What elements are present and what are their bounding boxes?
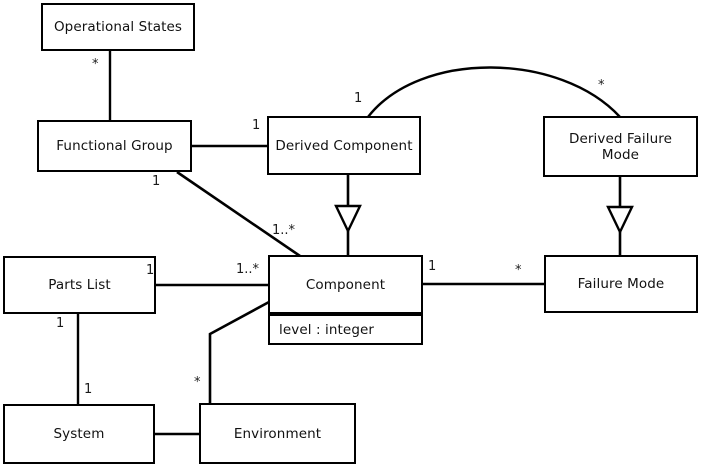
class-component[interactable]: Component bbox=[268, 255, 423, 314]
class-name-parts-list: Parts List bbox=[48, 277, 111, 293]
multiplicity-component-failure-mode: 1 bbox=[428, 259, 437, 274]
attribute-level: level : integer bbox=[279, 321, 375, 338]
multiplicity-system-parts-list: 1 bbox=[84, 382, 93, 397]
edge-environment-component bbox=[208, 300, 270, 404]
class-failure-mode[interactable]: Failure Mode bbox=[544, 255, 698, 313]
multiplicity-functional-group-component: 1 bbox=[152, 174, 161, 189]
class-operational-states[interactable]: Operational States bbox=[41, 3, 195, 51]
class-derived-failure-mode[interactable]: Derived Failure Mode bbox=[543, 116, 698, 177]
multiplicity-failure-mode-left: * bbox=[515, 263, 522, 278]
generalization-triangle-icon-failure-mode bbox=[606, 205, 634, 235]
multiplicity-component-diagonal: 1..* bbox=[272, 223, 296, 238]
class-name-component: Component bbox=[305, 276, 386, 293]
class-system[interactable]: System bbox=[3, 404, 155, 464]
multiplicity-parts-list-right: 1 bbox=[146, 263, 155, 278]
multiplicity-parts-list-system: 1 bbox=[56, 316, 65, 331]
class-name-environment: Environment bbox=[233, 425, 322, 442]
multiplicity-operational-states-functional-group: * bbox=[92, 57, 99, 72]
generalization-triangle-icon-component bbox=[334, 204, 362, 234]
class-component-attribute-compartment[interactable]: level : integer bbox=[268, 314, 423, 345]
multiplicity-derived-component-curve: 1 bbox=[354, 91, 363, 106]
class-name-failure-mode: Failure Mode bbox=[577, 276, 665, 292]
class-name-derived-failure-mode: Derived Failure Mode bbox=[568, 130, 673, 163]
multiplicity-component-left: 1..* bbox=[236, 262, 260, 277]
edge-derived-component-derived-failure-mode bbox=[367, 66, 621, 118]
class-name-functional-group: Functional Group bbox=[56, 138, 173, 154]
class-derived-component[interactable]: Derived Component bbox=[267, 116, 421, 175]
class-environment[interactable]: Environment bbox=[199, 403, 356, 464]
multiplicity-environment-component: * bbox=[194, 375, 201, 390]
class-name-system: System bbox=[53, 426, 105, 442]
edge-functional-group-component bbox=[176, 170, 301, 258]
class-functional-group[interactable]: Functional Group bbox=[37, 120, 192, 172]
multiplicity-functional-group-derived-component: 1 bbox=[252, 118, 261, 133]
multiplicity-derived-failure-mode-curve: * bbox=[598, 78, 605, 93]
class-name-operational-states: Operational States bbox=[53, 19, 183, 35]
class-parts-list[interactable]: Parts List bbox=[3, 256, 156, 314]
class-name-derived-component: Derived Component bbox=[275, 137, 413, 154]
